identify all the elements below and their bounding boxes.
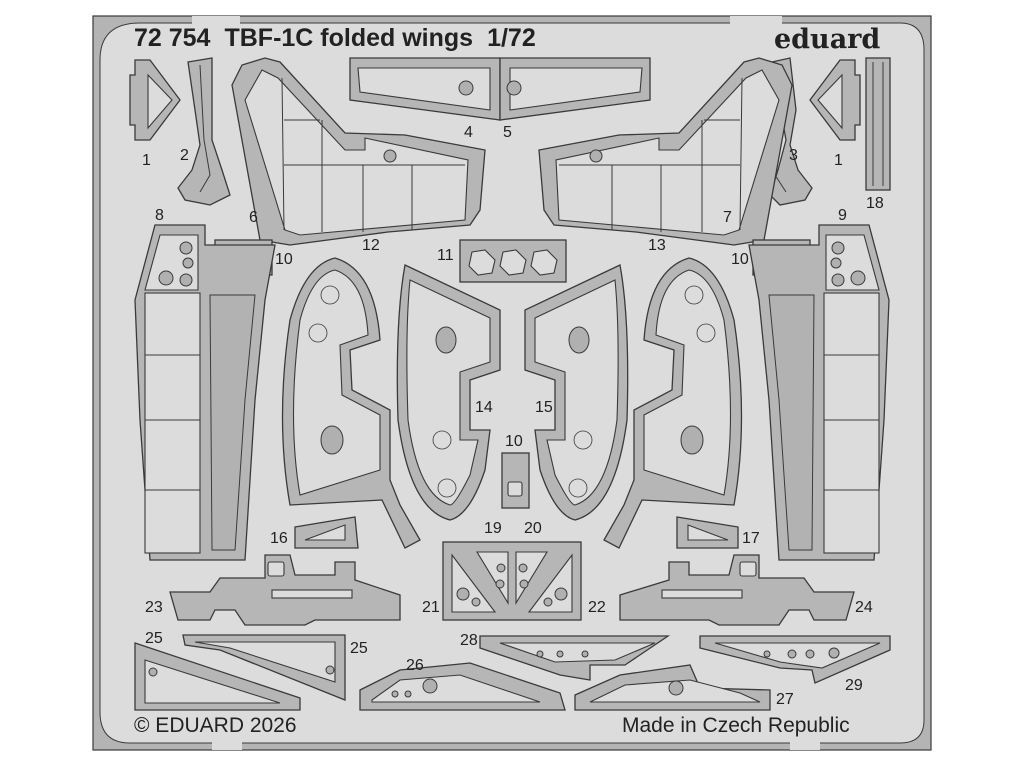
label-part-4: 4 <box>464 124 473 141</box>
part-16 <box>294 516 359 549</box>
label-part-8: 8 <box>155 207 164 224</box>
part-7 <box>538 57 793 246</box>
brand-logo: eduard <box>774 24 880 55</box>
label-part-5: 5 <box>503 124 512 141</box>
copyright-text: © EDUARD 2026 <box>134 714 297 737</box>
part-23 <box>169 554 401 626</box>
part-18 <box>865 57 891 191</box>
part-labels: 1 2 3 1 4 5 6 7 8 9 10 10 10 11 12 13 14… <box>142 124 884 708</box>
label-part-21: 21 <box>422 599 440 616</box>
part-25-left <box>134 642 301 711</box>
label-part-10-center: 10 <box>505 433 523 450</box>
label-part-25-left: 25 <box>145 630 163 647</box>
label-part-16: 16 <box>270 530 288 547</box>
label-part-1-right: 1 <box>834 152 843 169</box>
parts-19-22 <box>442 541 582 621</box>
label-part-2: 2 <box>180 147 189 164</box>
part-25-right <box>182 634 346 701</box>
label-part-6: 6 <box>249 209 258 226</box>
label-part-27: 27 <box>776 691 794 708</box>
part-8 <box>134 224 276 561</box>
part-10-center <box>501 452 530 509</box>
label-part-19: 19 <box>484 520 502 537</box>
part-14 <box>396 264 501 521</box>
label-part-11: 11 <box>437 247 454 264</box>
part-29 <box>699 635 891 684</box>
label-part-29: 29 <box>845 677 863 694</box>
label-part-24: 24 <box>855 599 873 616</box>
part-4 <box>349 57 501 121</box>
label-part-13: 13 <box>648 237 666 254</box>
origin-text: Made in Czech Republic <box>622 714 850 737</box>
part-1-right <box>809 59 861 141</box>
label-part-10-right: 10 <box>731 251 749 268</box>
label-part-9: 9 <box>838 207 847 224</box>
label-part-25-right: 25 <box>350 640 368 657</box>
label-part-23: 23 <box>145 599 163 616</box>
part-13 <box>603 257 743 549</box>
label-part-18: 18 <box>866 195 884 212</box>
label-part-28: 28 <box>460 632 478 649</box>
label-part-15: 15 <box>535 399 553 416</box>
label-part-17: 17 <box>742 530 760 547</box>
part-26 <box>359 662 566 711</box>
part-12 <box>281 257 421 549</box>
label-part-26: 26 <box>406 657 424 674</box>
label-part-20: 20 <box>524 520 542 537</box>
label-part-22: 22 <box>588 599 606 616</box>
part-6 <box>231 57 486 246</box>
part-15 <box>524 264 629 521</box>
part-5 <box>499 57 651 121</box>
part-11 <box>459 239 567 283</box>
part-24 <box>619 554 855 626</box>
part-28 <box>479 635 671 681</box>
label-part-14: 14 <box>475 399 493 416</box>
part-17 <box>676 516 739 549</box>
part-1-left <box>129 59 181 141</box>
label-part-1-left: 1 <box>142 152 151 169</box>
label-part-7: 7 <box>723 209 732 226</box>
part-2 <box>177 57 231 206</box>
part-9 <box>748 224 890 561</box>
label-part-10-left: 10 <box>275 251 293 268</box>
label-part-3: 3 <box>789 147 798 164</box>
part-27 <box>574 664 771 711</box>
label-part-12: 12 <box>362 237 380 254</box>
